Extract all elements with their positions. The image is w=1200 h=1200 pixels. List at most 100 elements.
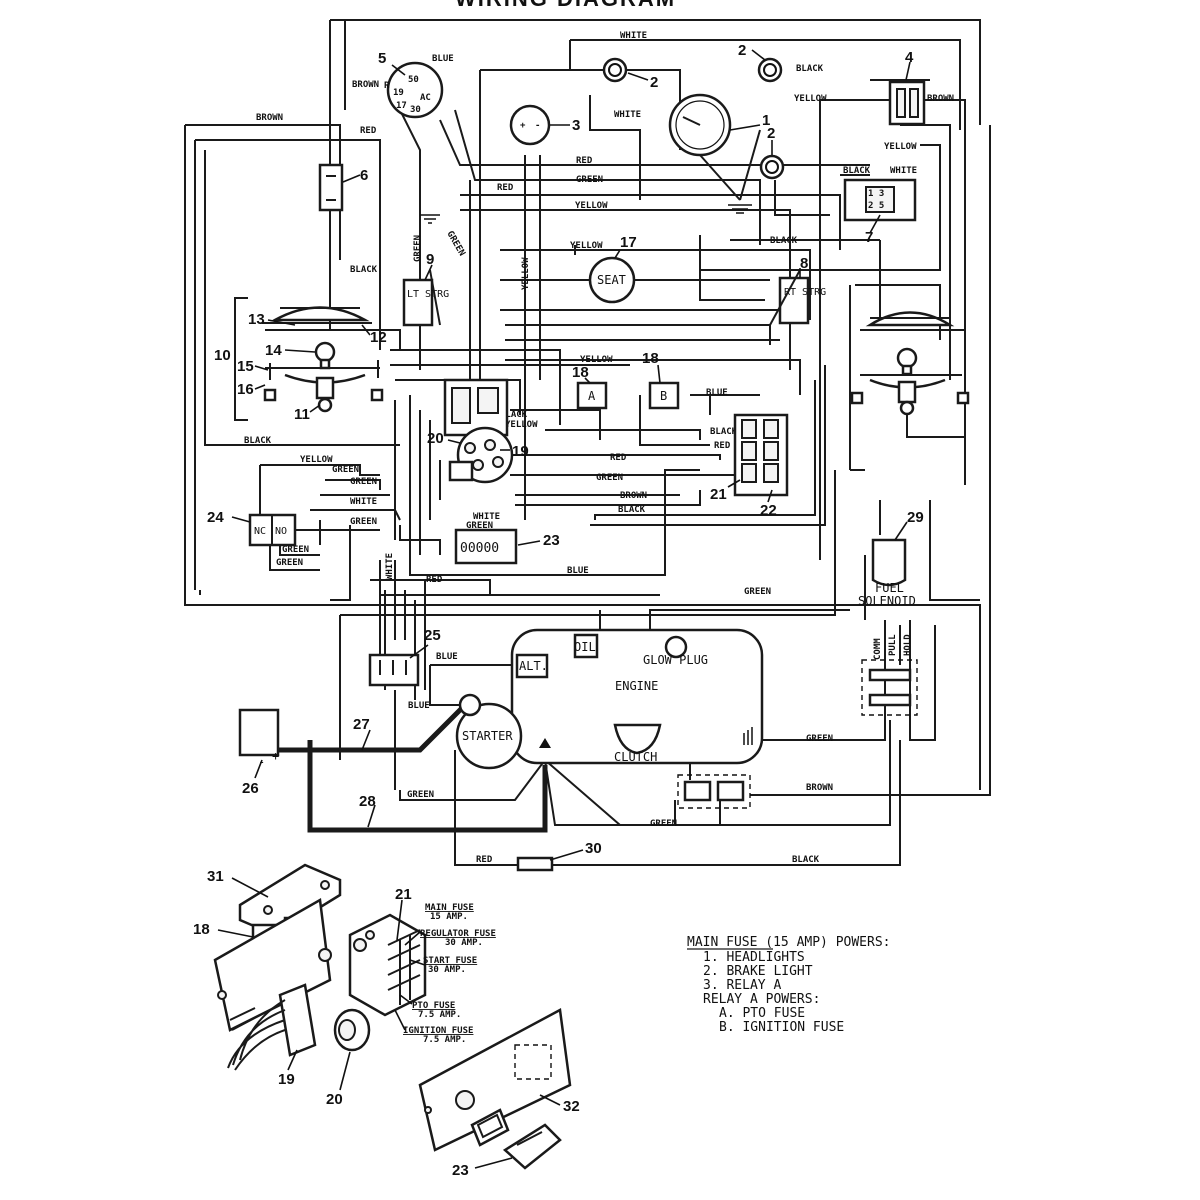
diode-6	[318, 163, 344, 212]
fuel-label: FUEL	[875, 581, 904, 595]
svg-text:1 3: 1 3	[868, 189, 884, 199]
wire-label-green: GREEN	[576, 175, 603, 185]
callout-11: 11	[294, 406, 310, 423]
wire-label-yellow: YELLOW	[884, 142, 917, 152]
wire-label-red: RED	[426, 575, 443, 585]
wire-label-red: RED	[497, 183, 514, 193]
wire-label-red: RED	[360, 126, 377, 136]
callout-5: 5	[378, 50, 386, 67]
wire-label-black: BLACK	[500, 410, 528, 420]
fuse-start-name: START FUSE	[423, 956, 477, 966]
solenoid-label: SOLENOID	[858, 594, 916, 608]
wire-label-green: GREEN	[407, 790, 434, 800]
callout-19: 19	[278, 1071, 295, 1088]
wire-label-blue: BLUE	[567, 566, 589, 576]
wire-label-red: RED	[576, 156, 593, 166]
callout-21: 21	[710, 486, 727, 503]
wire-label-yellow: YELLOW	[580, 355, 613, 365]
svg-text:AC: AC	[420, 93, 431, 103]
wire-label-green: GREEN	[806, 734, 833, 744]
callout-10: 10	[214, 347, 231, 364]
wire-label-black: BLACK	[350, 265, 378, 275]
wire-label-white: WHITE	[473, 512, 500, 522]
notes-heading: MAIN FUSE (15 AMP) POWERS:	[687, 935, 891, 950]
wire-label-green: GREEN	[596, 473, 623, 483]
fuse-main-name: MAIN FUSE	[425, 903, 474, 913]
indicator-lamps	[602, 57, 785, 180]
oil-label: OIL	[574, 640, 596, 654]
wire-label-green: GREEN	[332, 465, 359, 475]
wire-label-black: BLACK	[244, 436, 272, 446]
callout-23: 23	[452, 1162, 469, 1179]
fuse-regulator-rating: 30 AMP.	[445, 938, 483, 948]
wire-label-black: BLACK	[796, 64, 824, 74]
seat-switch: SEAT	[588, 256, 636, 304]
clutch-label: CLUTCH	[614, 750, 657, 764]
fuse-notes: MAIN FUSE (15 AMP) POWERS: 1. HEADLIGHTS…	[687, 935, 891, 1035]
notes-item-2: 2. BRAKE LIGHT	[703, 964, 813, 979]
hour-counter: 00000	[454, 528, 518, 565]
svg-text:+: +	[520, 121, 526, 131]
callout-20: 20	[427, 430, 444, 447]
wire-label-blue: BLUE	[706, 388, 728, 398]
wire-label-brown: BROWN	[927, 94, 954, 104]
callout-14: 14	[265, 342, 282, 359]
connector-4	[888, 80, 926, 126]
callout-18: 18	[193, 921, 210, 938]
wire-label-green: GREEN	[413, 235, 423, 262]
wire-label-blue: BLUE	[436, 652, 458, 662]
starter: STARTER	[455, 693, 523, 770]
central-switch-cluster	[443, 378, 514, 484]
fuel-solenoid: FUEL SOLENOID COMM PULL HOLD	[858, 505, 918, 716]
wire-label-blue: BLUE	[408, 701, 430, 711]
starter-label: STARTER	[462, 729, 513, 743]
left-headlight-assembly	[234, 297, 384, 421]
lt-steering-switch: LT STRG	[402, 214, 449, 327]
rt-steering-switch: RT STRG	[769, 269, 826, 326]
seat-label: SEAT	[597, 273, 626, 287]
wire-label-red: RED	[714, 441, 731, 451]
wire-label-green: GREEN	[282, 545, 309, 555]
callout-31: 31	[207, 868, 224, 885]
wire-label-green: GREEN	[466, 521, 493, 531]
relay-a: A	[576, 381, 608, 410]
fuse-start-rating: 30 AMP.	[428, 965, 466, 975]
exploded-view	[213, 863, 572, 1170]
comm-label: COMM	[873, 638, 883, 660]
svg-text:R: R	[384, 81, 390, 91]
lt-strg-label: LT STRG	[407, 289, 449, 300]
battery-pos: +	[272, 749, 279, 763]
no-label: NO	[275, 526, 287, 537]
wire-label-green: GREEN	[350, 517, 377, 527]
nc-no-switch: NC NO	[248, 513, 297, 547]
callout-26: 26	[242, 780, 259, 797]
svg-text:2 5: 2 5	[868, 201, 884, 211]
callout-30: 30	[585, 840, 602, 857]
callout-25: 25	[424, 627, 441, 644]
fuse-ignition-rating: 7.5 AMP.	[423, 1035, 466, 1045]
wire-label-yellow: YELLOW	[575, 201, 608, 211]
wire-label-brown: BROWN	[256, 113, 283, 123]
callout-2: 2	[650, 74, 658, 91]
right-headlight-assembly	[850, 311, 970, 438]
notes-relay-item-a: A. PTO FUSE	[719, 1006, 805, 1021]
counter-digits: 00000	[460, 541, 499, 556]
relay-a-label: A	[588, 389, 596, 403]
rt-strg-label: RT STRG	[784, 287, 826, 298]
exploded-callouts: 31 18 21 19 20 32 23 MAIN FUSE 15 AMP. R…	[193, 868, 580, 1179]
callout-29: 29	[907, 509, 924, 526]
callout-28: 28	[359, 793, 376, 810]
callout-18: 18	[572, 364, 589, 381]
callout-23: 23	[543, 532, 560, 549]
callout-2: 2	[738, 42, 746, 59]
wire-label-brown: BROWN	[806, 783, 833, 793]
svg-text:-: -	[535, 121, 540, 131]
notes-relay-heading: RELAY A POWERS:	[703, 992, 820, 1007]
clutch-connector	[677, 774, 751, 809]
wire-label-brown: BROWN	[352, 80, 379, 90]
wire-label-green: GREEN	[650, 819, 677, 829]
callout-2: 2	[767, 125, 775, 142]
gauge-3: +-	[509, 104, 551, 146]
callout-32: 32	[563, 1098, 580, 1115]
wire-label-yellow: YELLOW	[794, 94, 827, 104]
